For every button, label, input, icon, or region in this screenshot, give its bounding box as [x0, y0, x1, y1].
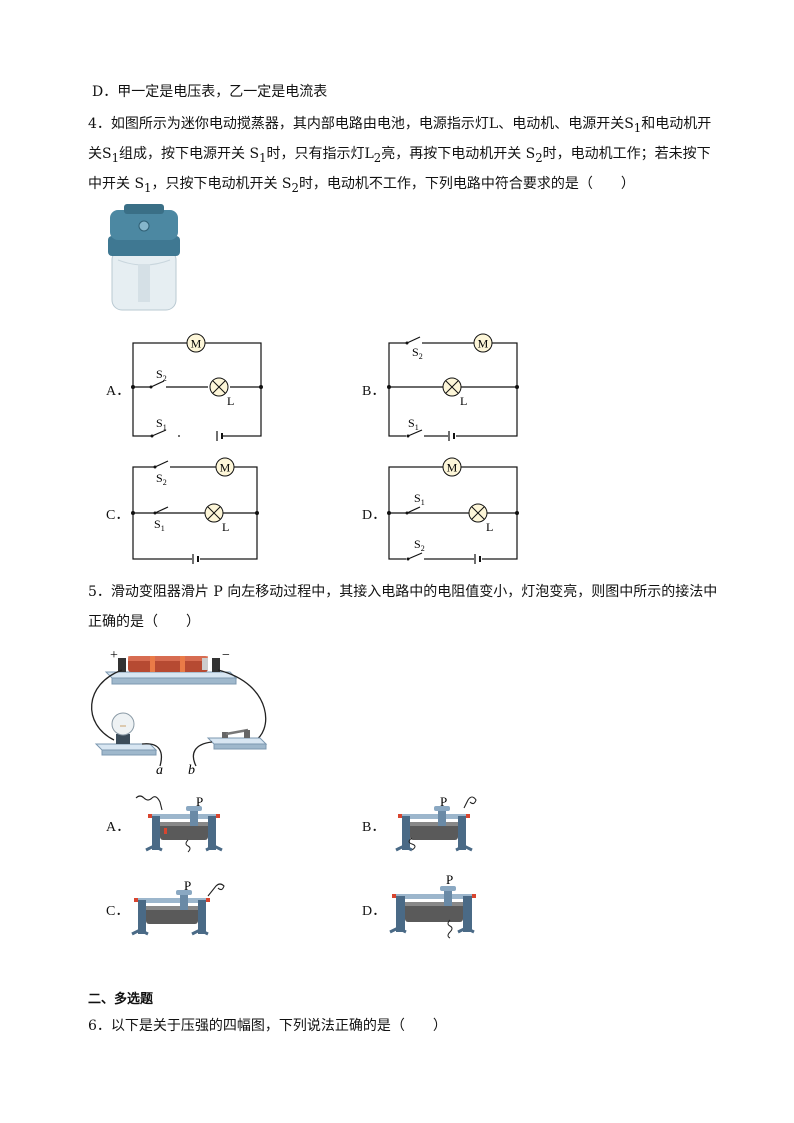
- q5-apparatus: + − a b: [90, 648, 268, 778]
- q5-option-d[interactable]: D．: [362, 904, 387, 919]
- motor-icon: [442, 457, 462, 477]
- motor-label: M: [220, 461, 231, 475]
- circuit-c: M L S2 S1: [131, 457, 259, 564]
- q5-option-a[interactable]: A．: [106, 820, 131, 835]
- q4-option-a[interactable]: A．: [106, 384, 131, 399]
- minus-terminal-label: −: [222, 648, 230, 663]
- lamp-icon: [209, 377, 229, 397]
- q3-option-d: D．甲一定是电压表，乙一定是电流表: [92, 84, 328, 100]
- circuit-b: M L S2 S1: [387, 333, 519, 441]
- motor-label: M: [478, 337, 489, 351]
- lamp-icon: [204, 503, 224, 523]
- q5-option-c[interactable]: C．: [106, 904, 130, 919]
- q4-option-b[interactable]: B．: [362, 384, 386, 399]
- motor-icon: [186, 333, 206, 353]
- switch-label: S2: [414, 537, 425, 553]
- slider-p-label: P: [446, 872, 453, 887]
- switch-label: S1: [414, 491, 425, 507]
- q5-line-2: 正确的是（ ）: [88, 614, 200, 630]
- rheostat-b: P: [395, 794, 477, 852]
- motor-icon: [473, 333, 493, 353]
- lamp-label: L: [486, 520, 493, 534]
- q4-option-c[interactable]: C．: [106, 508, 130, 523]
- rheostat-a: P: [135, 794, 223, 853]
- lamp-icon: [442, 377, 462, 397]
- circuit-a: M L S2 S1: [131, 333, 263, 441]
- lamp-icon: [468, 503, 488, 523]
- slider-p-label: P: [184, 878, 191, 893]
- q4-line-1: 4．如图所示为迷你电动搅蒸器，其内部电路由电池，电源指示灯L、电动机、电源开关S…: [88, 116, 712, 135]
- slider-p-label: P: [196, 794, 203, 809]
- switch-label: S1: [156, 416, 167, 432]
- motor-icon: [215, 457, 235, 477]
- slider-p-label: P: [440, 794, 447, 809]
- switch-label: S1: [154, 517, 165, 533]
- switch-label: S2: [156, 367, 167, 383]
- lamp-label: L: [227, 394, 234, 408]
- switch-label: S1: [408, 416, 419, 432]
- switch-label: S2: [412, 345, 423, 361]
- section-multiple-choice-title: 二、多选题: [88, 992, 154, 1007]
- q5-option-b[interactable]: B．: [362, 820, 386, 835]
- q4-line-3: 中开关 S1，只按下电动机开关 S2时，电动机不工作，下列电路中符合要求的是（ …: [88, 176, 635, 195]
- q5-line-1: 5．滑动变阻器滑片 P 向左移动过程中，其接入电路中的电阻值变小，灯泡变亮，则图…: [88, 584, 718, 600]
- circuit-d: M L S1 S2: [387, 457, 519, 564]
- mixer-image: [108, 204, 180, 311]
- wire-b-label: b: [188, 763, 195, 778]
- rheostat-c: P: [131, 878, 225, 936]
- rheostat-d: P: [389, 872, 476, 939]
- motor-label: M: [447, 461, 458, 475]
- q4-line-2: 关S1组成，按下电源开关 S1时，只有指示灯L2亮，再按下电动机开关 S2时，电…: [88, 146, 711, 165]
- plus-terminal-label: +: [110, 648, 118, 663]
- q6-line-1: 6．以下是关于压强的四幅图，下列说法正确的是（ ）: [88, 1018, 447, 1034]
- switch-label: S2: [156, 471, 167, 487]
- q4-option-d[interactable]: D．: [362, 508, 387, 523]
- wire-a-label: a: [156, 763, 163, 778]
- motor-label: M: [191, 337, 202, 351]
- lamp-label: L: [222, 520, 229, 534]
- lamp-label: L: [460, 394, 467, 408]
